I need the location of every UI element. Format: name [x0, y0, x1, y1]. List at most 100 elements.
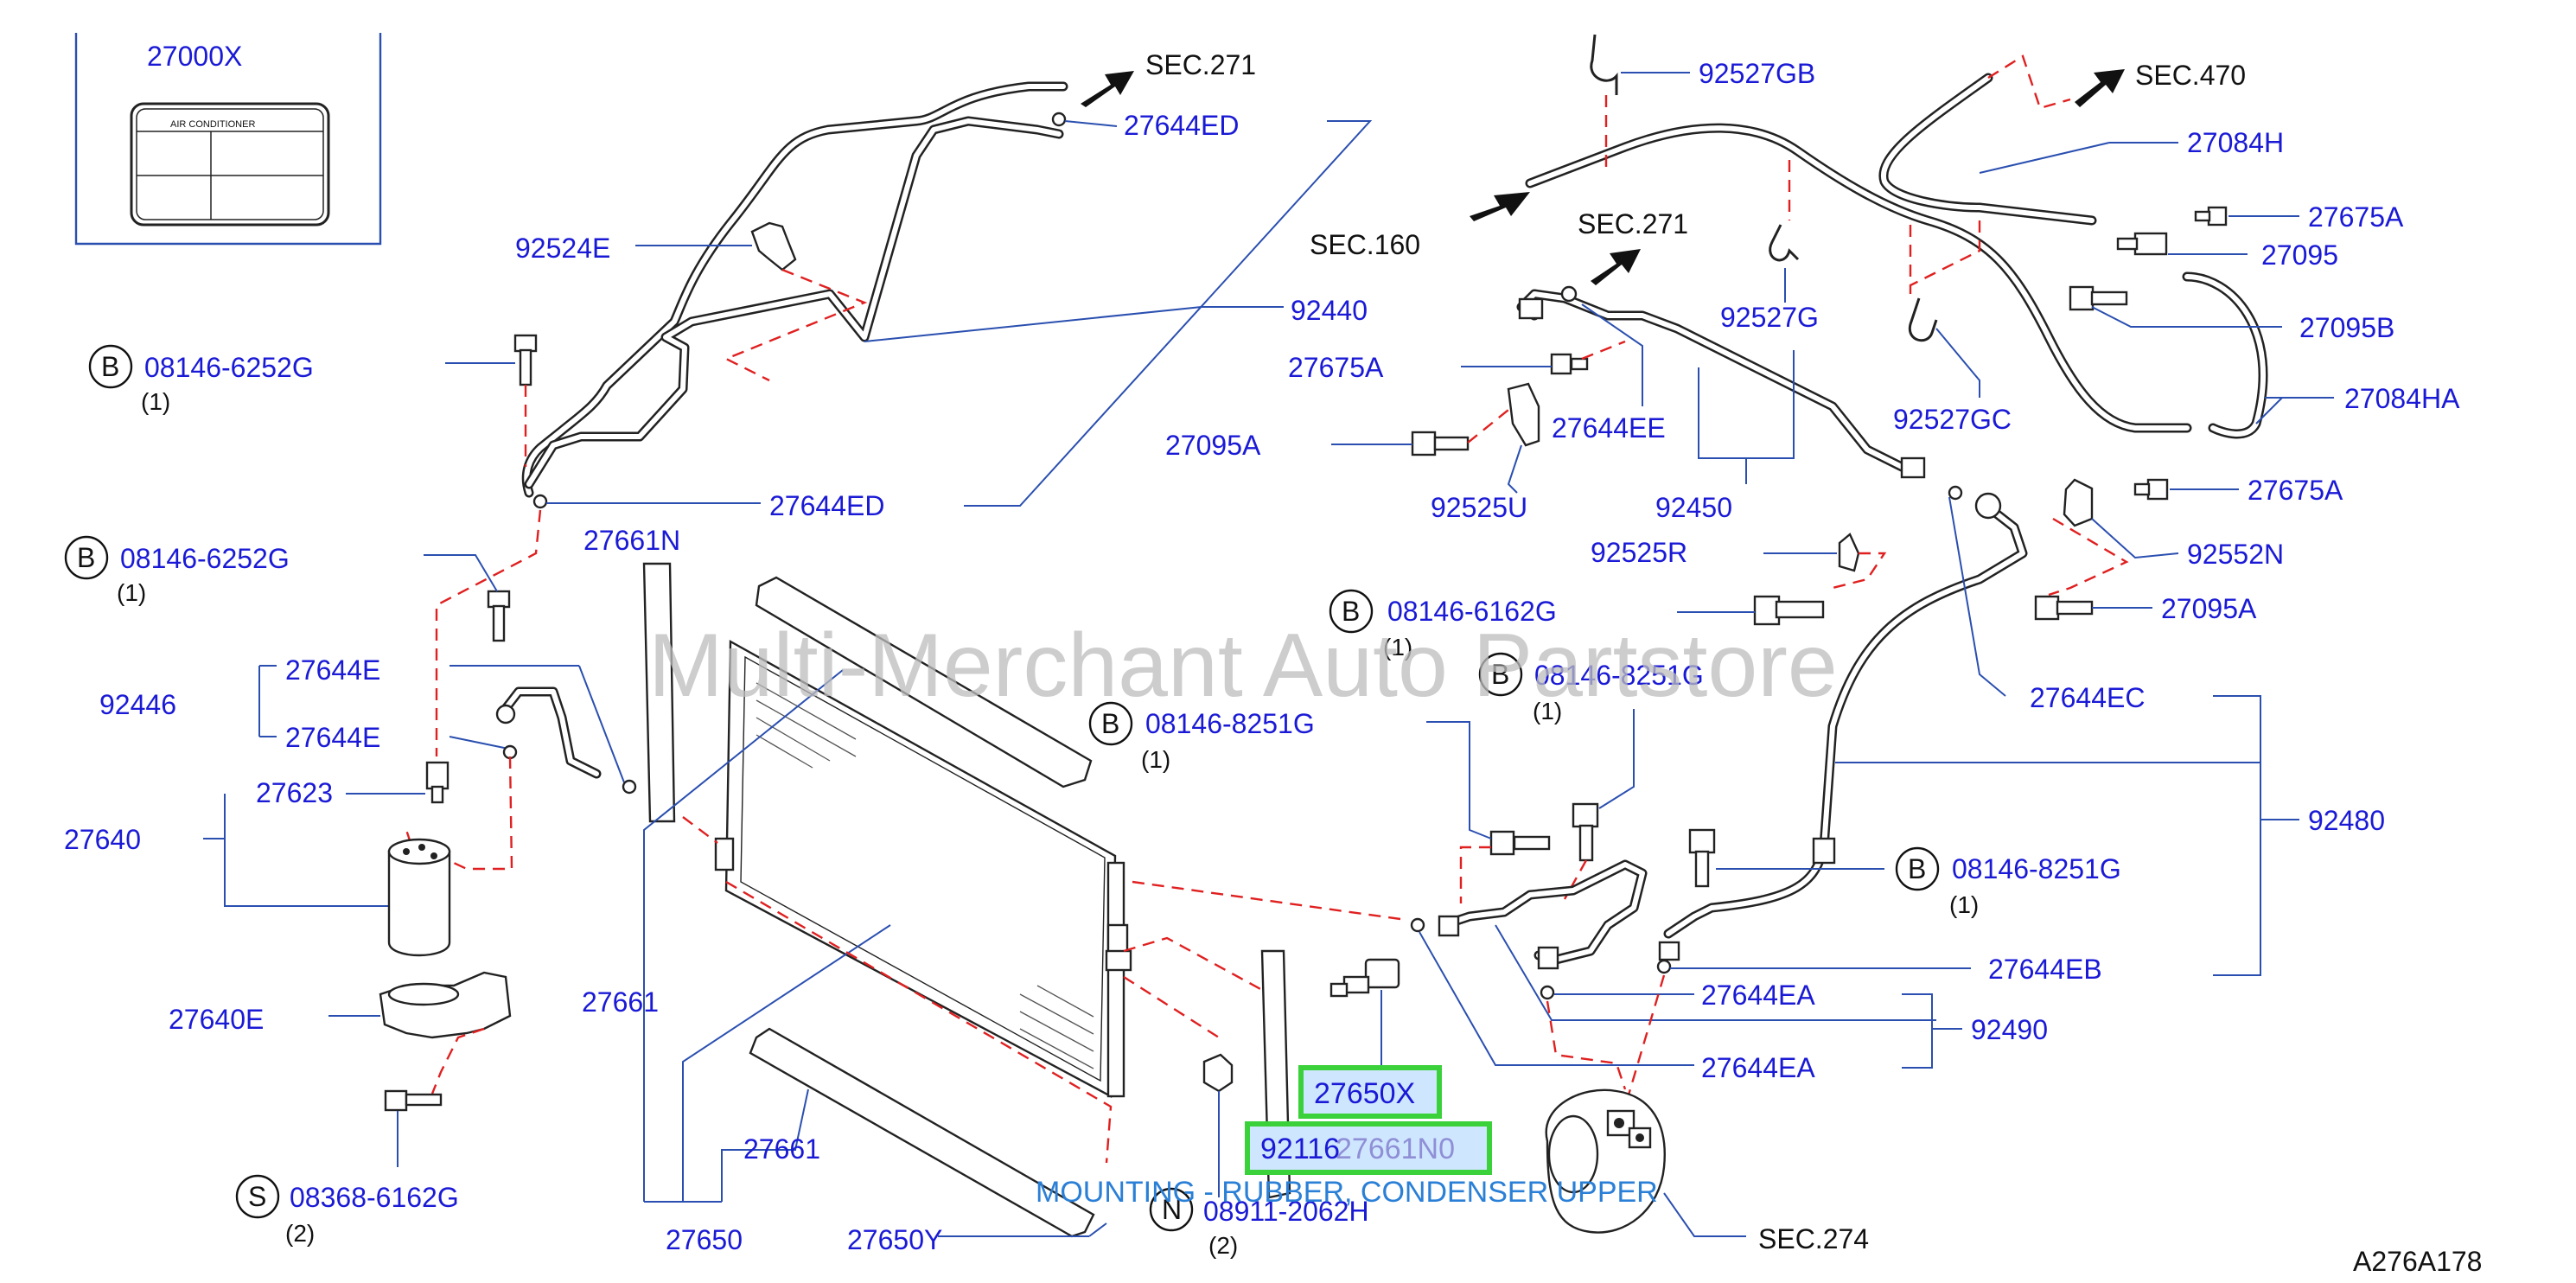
- label-27095a-a[interactable]: 27095A: [1165, 430, 1261, 461]
- label-92440[interactable]: 92440: [1291, 295, 1368, 326]
- bracket-27640e: [379, 971, 512, 1039]
- hose-27084ha: [1525, 123, 2268, 439]
- label-92490[interactable]: 92490: [1971, 1014, 2048, 1045]
- clip-92527gb: [1590, 34, 1618, 95]
- pipe-92490: [1438, 859, 1680, 970]
- label-92524e[interactable]: 92524E: [515, 233, 610, 264]
- hose-92480: [1663, 492, 2028, 939]
- label-27675a-b[interactable]: 27675A: [1288, 352, 1384, 383]
- label-27644e-a[interactable]: 27644E: [285, 654, 380, 686]
- label-27644e-b[interactable]: 27644E: [285, 722, 380, 753]
- bolt-27095a-b: [2034, 595, 2094, 621]
- diagram-code: A276A178: [2353, 1246, 2482, 1277]
- qty-2-a: (2): [285, 1220, 315, 1247]
- label-92480[interactable]: 92480: [2308, 805, 2385, 836]
- qty-1-c: (1): [1383, 634, 1412, 661]
- circle-n-1: N: [1162, 1194, 1182, 1225]
- label-92525u[interactable]: 92525U: [1431, 492, 1527, 523]
- ac-label-plate-header: AIR CONDITIONER: [170, 119, 255, 130]
- label-27661n[interactable]: 27661N: [583, 525, 680, 556]
- label-27644ec[interactable]: 27644EC: [2030, 682, 2145, 713]
- pressure-switch-27650x: [1329, 958, 1400, 998]
- label-27650y[interactable]: 27650Y: [847, 1224, 942, 1255]
- label-08146-6252g-a[interactable]: 08146-6252G: [144, 352, 314, 383]
- label-27000x[interactable]: 27000X: [147, 41, 242, 72]
- label-92527gb[interactable]: 92527GB: [1699, 58, 1815, 89]
- label-sec160[interactable]: SEC.160: [1310, 229, 1420, 260]
- label-27661-b[interactable]: 27661: [743, 1133, 820, 1165]
- bolt-08146-6252g-a: [513, 334, 538, 386]
- label-92527g[interactable]: 92527G: [1720, 302, 1819, 333]
- label-27650[interactable]: 27650: [666, 1224, 743, 1255]
- highlight-92116-label[interactable]: 92116: [1260, 1133, 1340, 1165]
- qty-1-d: (1): [1141, 746, 1170, 773]
- qty-1-f: (1): [1949, 891, 1979, 918]
- label-27675a-c[interactable]: 27675A: [2248, 475, 2343, 506]
- label-sec470[interactable]: SEC.470: [2135, 60, 2246, 91]
- pipe-92450: [1516, 285, 1963, 501]
- label-08368-6162g[interactable]: 08368-6162G: [290, 1182, 459, 1213]
- clip-92524e: [750, 221, 797, 271]
- label-27095a-b[interactable]: 27095A: [2161, 593, 2257, 624]
- label-27640[interactable]: 27640: [64, 824, 141, 855]
- clip-92527g: [1769, 224, 1800, 262]
- highlight-92116[interactable]: 92116 27661N0: [1245, 1121, 1492, 1175]
- label-08146-6252g-b[interactable]: 08146-6252G: [120, 543, 290, 574]
- label-27095[interactable]: 27095: [2261, 239, 2338, 271]
- label-27084h[interactable]: 27084H: [2187, 127, 2284, 158]
- label-92446[interactable]: 92446: [99, 689, 176, 720]
- label-27644ea-b[interactable]: 27644EA: [1701, 1052, 1815, 1083]
- valve-27095: [2116, 232, 2168, 256]
- highlight-27650x[interactable]: 27650X: [1298, 1065, 1442, 1119]
- label-27644ed-mid[interactable]: 27644ED: [769, 490, 884, 521]
- label-27623[interactable]: 27623: [256, 777, 333, 808]
- label-sec274[interactable]: SEC.274: [1758, 1223, 1869, 1254]
- label-08911-2062h[interactable]: 08911-2062H: [1203, 1196, 1369, 1227]
- hose-27084h: [1878, 73, 2097, 226]
- label-27675a-a[interactable]: 27675A: [2308, 201, 2404, 233]
- bolt-08146-8251g-a: [1489, 830, 1551, 856]
- qty-2-b: (2): [1208, 1232, 1238, 1259]
- label-27644ea-a[interactable]: 27644EA: [1701, 980, 1815, 1011]
- highlight-27650x-label[interactable]: 27650X: [1314, 1077, 1415, 1110]
- label-92552n[interactable]: 92552N: [2187, 539, 2284, 570]
- label-92527gc[interactable]: 92527GC: [1893, 404, 2012, 435]
- label-27644ee[interactable]: 27644EE: [1552, 412, 1666, 444]
- arrow-sec470-icon: [2075, 69, 2125, 107]
- bolt-08146-8251g-b: [1572, 802, 1599, 862]
- label-08146-8251g-b[interactable]: 08146-8251G: [1534, 660, 1704, 691]
- circle-b-4: B: [1101, 708, 1119, 739]
- label-08146-6162g[interactable]: 08146-6162G: [1387, 596, 1557, 627]
- label-27084ha[interactable]: 27084HA: [2344, 383, 2460, 414]
- label-27661-a[interactable]: 27661: [582, 986, 659, 1018]
- label-92450[interactable]: 92450: [1655, 492, 1732, 523]
- arrow-sec271-b-icon: [1591, 249, 1641, 285]
- label-08146-8251g-c[interactable]: 08146-8251G: [1952, 853, 2121, 884]
- qty-1-b: (1): [117, 579, 146, 606]
- label-sec271-a[interactable]: SEC.271: [1145, 49, 1256, 80]
- label-08146-8251g-a[interactable]: 08146-8251G: [1145, 708, 1315, 739]
- label-27644ed-top[interactable]: 27644ED: [1124, 110, 1239, 141]
- seal-upper-27661: [755, 576, 1093, 788]
- circle-b-2: B: [77, 542, 95, 573]
- label-sec271-b[interactable]: SEC.271: [1578, 208, 1688, 239]
- pipe-92440: [521, 81, 1068, 498]
- clip-92527gc: [1908, 297, 1938, 342]
- bolt-27675a-b: [1550, 353, 1589, 375]
- seal-27661n: [642, 562, 676, 823]
- label-27644eb[interactable]: 27644EB: [1988, 954, 2102, 985]
- watermark: Multi-Merchant Auto Partstore: [648, 616, 1838, 716]
- bolt-08146-8251g-c: [1688, 828, 1716, 888]
- arrow-sec271-a-icon: [1081, 71, 1134, 107]
- label-92525r[interactable]: 92525R: [1591, 537, 1687, 568]
- circle-b-5: B: [1491, 659, 1509, 690]
- circle-b-3: B: [1342, 596, 1360, 627]
- condenser-27650: [714, 639, 1132, 1098]
- label-box: 27000X AIR CONDITIONER: [74, 33, 382, 246]
- bolt-08368-6162g: [384, 1089, 443, 1112]
- pipe-92440-drawn: [524, 116, 1064, 489]
- circle-s-1: S: [248, 1181, 266, 1212]
- label-27095b[interactable]: 27095B: [2299, 312, 2394, 343]
- label-27640e[interactable]: 27640E: [169, 1004, 264, 1035]
